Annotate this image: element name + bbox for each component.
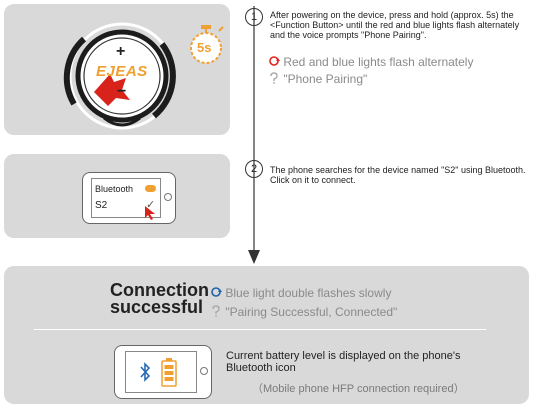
voice-prompt-icon — [212, 305, 220, 317]
flow-arrow — [248, 6, 260, 264]
result-divider — [34, 329, 486, 330]
step2-instruction: The phone searches for the device named … — [270, 165, 526, 185]
press-arrow-icon — [94, 74, 130, 106]
result-title-line1: Connection — [110, 280, 209, 300]
step1-voice-text: "Phone Pairing" — [283, 72, 368, 86]
step1-voice-legend: "Phone Pairing" — [268, 72, 367, 86]
device-brand-logo: EJEAS — [96, 63, 148, 80]
headset-device-illustration — [63, 22, 176, 130]
bluetooth-icon — [140, 362, 151, 382]
plus-sign: + — [116, 43, 126, 60]
bluetooth-toggle-icon — [145, 185, 156, 192]
result-voice-legend: "Pairing Successful, Connected" — [210, 305, 397, 319]
phone-home-button — [164, 193, 172, 201]
device-list-item-s2[interactable]: S2 — [95, 200, 108, 211]
stopwatch-icon — [190, 25, 224, 64]
light-flash-icon — [269, 56, 280, 66]
result-panel — [4, 266, 529, 404]
hfp-note: （Mobile phone HFP connection required） — [252, 383, 465, 395]
phone-battery-screen — [125, 351, 197, 393]
phone-screen: Bluetooth S2 ✓ — [91, 178, 161, 220]
result-light-text: Blue light double flashes slowly — [225, 286, 392, 300]
step1-instruction: After powering on the device, press and … — [270, 10, 520, 40]
step1-light-text: Red and blue lights flash alternately — [283, 55, 474, 69]
phone-illustration: Bluetooth S2 ✓ — [82, 172, 176, 224]
phone-battery-illustration — [114, 345, 212, 399]
result-voice-text: "Pairing Successful, Connected" — [225, 305, 398, 319]
step1-light-legend: Red and blue lights flash alternately — [268, 55, 473, 69]
blue-light-flash-icon — [211, 287, 222, 297]
minus-sign: − — [117, 83, 127, 100]
tap-arrow-icon — [145, 206, 155, 220]
connected-check-icon: ✓ — [146, 199, 156, 211]
timer-label: 5s — [197, 40, 212, 55]
phone-home-button — [200, 367, 208, 375]
battery-icon — [161, 358, 177, 387]
result-light-legend: Blue light double flashes slowly — [210, 286, 391, 300]
step2-illustration-panel: Bluetooth S2 ✓ — [4, 154, 230, 238]
battery-description: Current battery level is displayed on th… — [226, 350, 461, 374]
result-title-line2: successful — [110, 297, 204, 317]
voice-prompt-icon — [270, 72, 278, 84]
bluetooth-label: Bluetooth — [95, 184, 134, 194]
step1-illustration-panel: + − EJEAS 5s — [4, 4, 230, 135]
